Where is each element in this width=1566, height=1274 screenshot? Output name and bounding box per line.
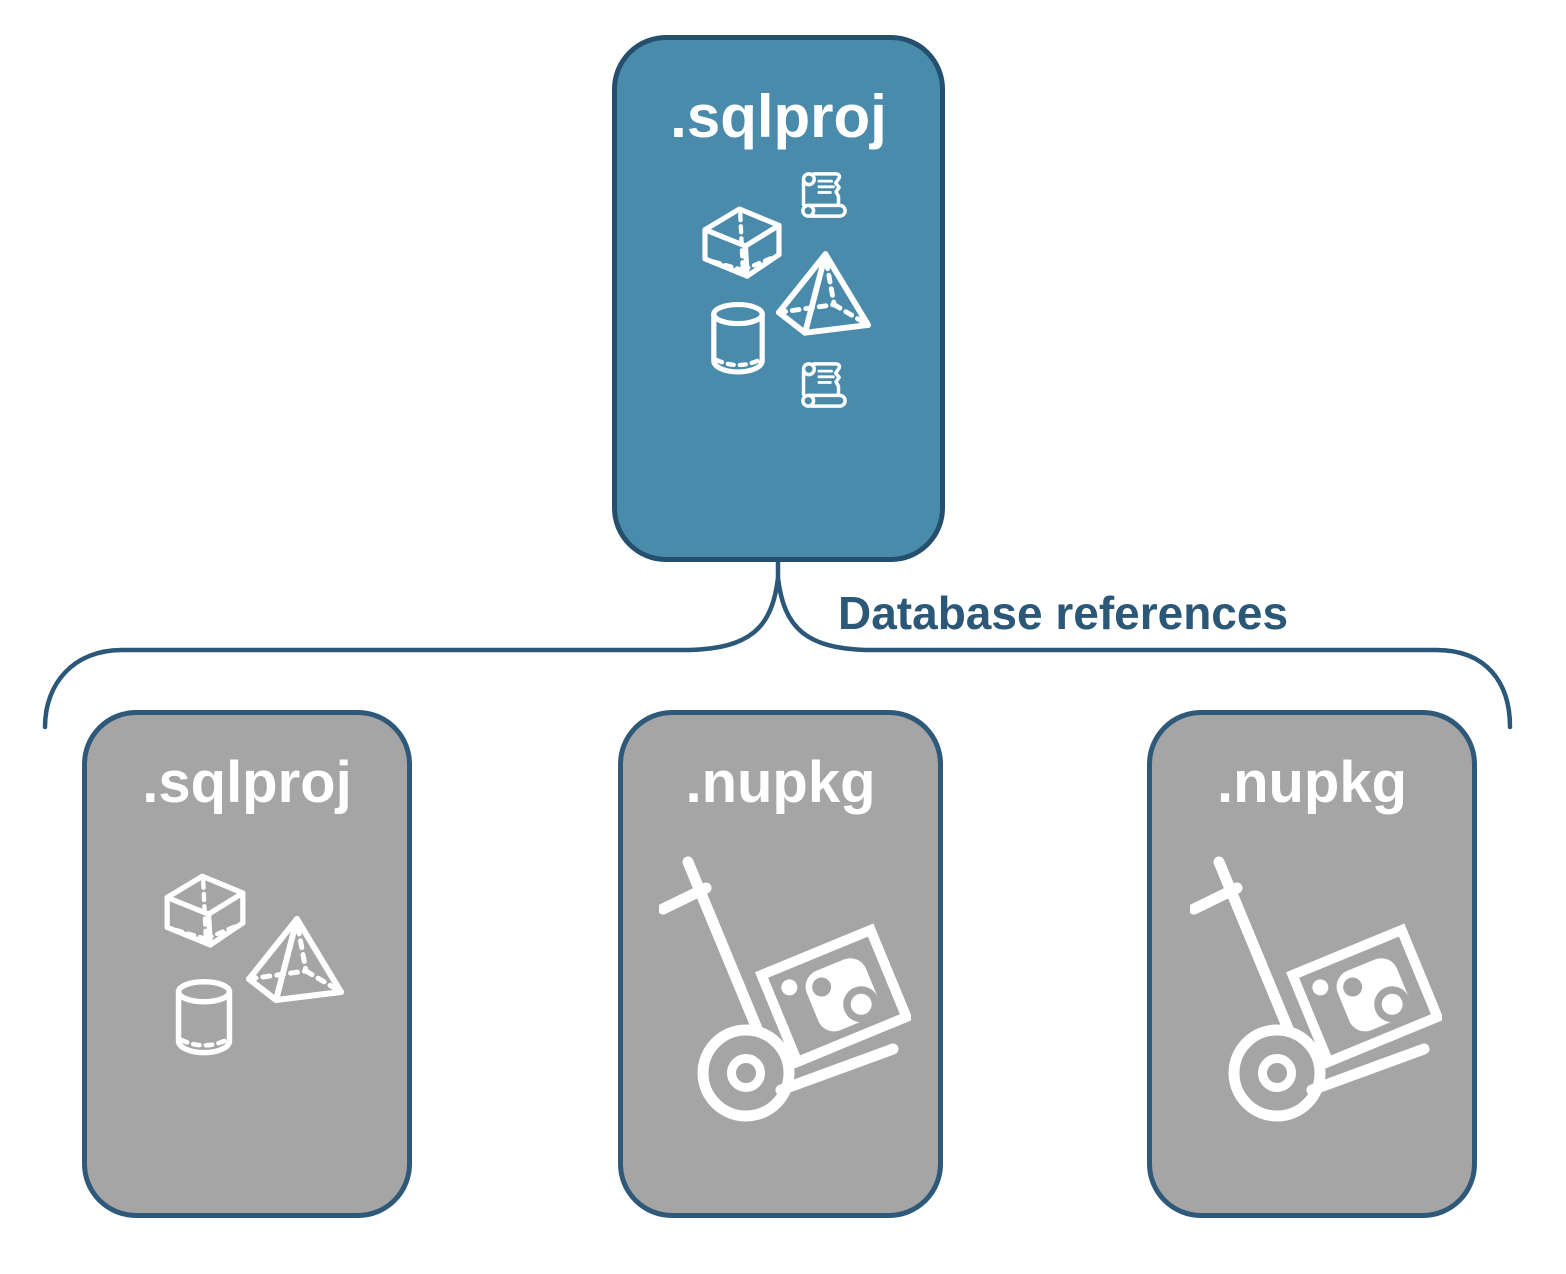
child-nupkg-box: .nupkg — [1147, 710, 1477, 1218]
connector-brace-path — [42, 577, 1513, 730]
package-dolly-icon — [659, 855, 911, 1133]
pyramid-icon — [245, 915, 345, 1003]
child-box-title: .nupkg — [685, 750, 876, 815]
package-dolly-icon — [1190, 855, 1442, 1133]
cylinder-icon — [171, 979, 237, 1059]
parent-box-title: .sqlproj — [670, 83, 887, 150]
pyramid-icon — [775, 250, 872, 336]
child-box-title: .nupkg — [1216, 750, 1408, 815]
scroll-icon — [795, 168, 853, 222]
connector-label: Database references — [838, 587, 1289, 639]
cylinder-icon — [707, 302, 769, 378]
child-sqlproj-box: .sqlproj — [82, 710, 412, 1218]
scroll-icon — [795, 358, 853, 412]
parent-sqlproj-box: .sqlproj — [612, 35, 945, 562]
cube-icon — [161, 867, 249, 949]
child-box-title: .sqlproj — [142, 750, 352, 815]
cube-icon — [699, 200, 785, 280]
child-nupkg-box: .nupkg — [618, 710, 943, 1218]
